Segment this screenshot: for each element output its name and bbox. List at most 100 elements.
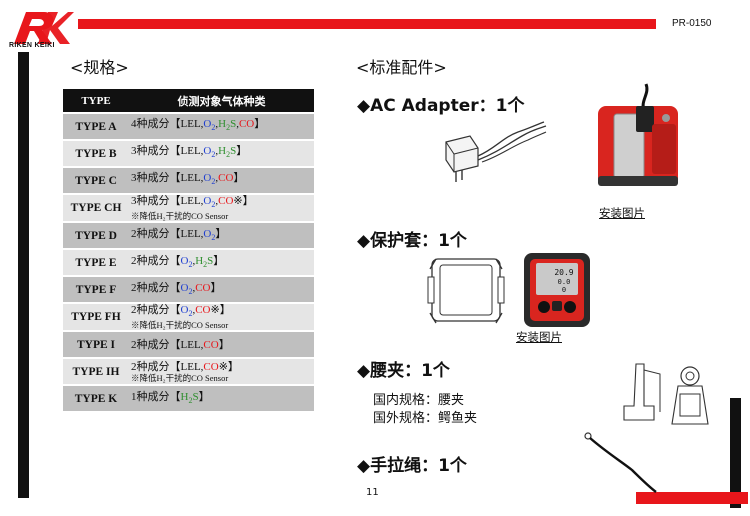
- gas-prefix: 3种成分【: [131, 172, 181, 185]
- spec-section-title: <规格>: [70, 58, 129, 77]
- gas-prefix: 3种成分【: [131, 195, 181, 207]
- gas-symbol: O: [180, 281, 189, 294]
- gas-prefix: 2种成分【: [131, 304, 181, 317]
- gas-symbol: O: [203, 172, 212, 185]
- gas-suffix: 】: [215, 227, 227, 240]
- gas-symbol: LEL,: [180, 172, 204, 185]
- gas-token: LEL,: [181, 228, 204, 240]
- document-number: PR-0150: [672, 18, 712, 29]
- gas-token: O2: [180, 304, 193, 318]
- gas-symbol: CO: [195, 304, 211, 317]
- gas-token: LEL,: [181, 195, 204, 207]
- gas-symbol: LEL,: [180, 195, 204, 207]
- gas-symbol: ,: [192, 304, 196, 317]
- gas-token: LEL,: [181, 361, 204, 373]
- protective-cover-image: [427, 258, 505, 324]
- gas-suffix: 】: [198, 390, 210, 403]
- gas-symbol: S: [207, 254, 214, 267]
- gas-token: CO: [195, 282, 210, 294]
- type-cell: TYPE K: [63, 386, 129, 412]
- gas-cell: 4种成分【LEL,O2,H2S,CO】: [129, 114, 314, 139]
- gas-composition: 2种成分【LEL,CO】: [131, 339, 230, 351]
- strap-heading: ◆手拉绳：1个: [357, 456, 467, 476]
- col-header-type: TYPE: [63, 89, 129, 112]
- gas-token: CO: [239, 118, 254, 130]
- gas-cell: 1种成分【H2S】: [129, 386, 314, 412]
- gas-subscript: 2: [188, 259, 193, 269]
- gas-token: O2: [180, 281, 193, 296]
- gas-composition: 2种成分【LEL,O2】: [131, 227, 227, 242]
- gas-symbol: H: [195, 254, 204, 267]
- gas-suffix: 】: [236, 145, 248, 158]
- col-header-gas: 侦测对象气体种类: [129, 89, 314, 112]
- gas-symbol: O: [203, 118, 212, 131]
- gas-subscript: 2: [188, 286, 193, 296]
- gas-symbol: CO: [195, 281, 211, 294]
- gas-subscript: 2: [226, 150, 231, 160]
- gas-symbol: ,: [215, 195, 219, 207]
- gas-subscript: 2: [211, 200, 216, 210]
- left-black-bar: [18, 52, 29, 498]
- install-photo-link-1[interactable]: 安装图片: [599, 206, 645, 220]
- gas-cell: 2种成分【O2,CO※】※降低H₂干扰的CO Sensor: [129, 304, 314, 331]
- type-cell: TYPE A: [63, 114, 129, 139]
- gas-composition: 1种成分【H2S】: [131, 390, 210, 405]
- gas-symbol: ,: [236, 118, 239, 131]
- gas-symbol: H: [218, 145, 227, 158]
- gas-cell: 2种成分【LEL,O2】: [129, 223, 314, 249]
- gas-composition: 3种成分【LEL,O2,CO※】: [131, 195, 254, 210]
- gas-symbol: CO: [203, 338, 219, 351]
- gas-composition: 2种成分【O2,CO※】: [131, 304, 231, 318]
- gas-token: S: [230, 118, 236, 130]
- gas-token: CO: [203, 339, 218, 351]
- gas-token: ,: [215, 172, 218, 184]
- gas-symbol: LEL,: [180, 338, 204, 351]
- gas-cell: 2种成分【LEL,CO※】※降低H₂干扰的CO Sensor: [129, 359, 314, 385]
- gas-symbol: O: [180, 304, 189, 317]
- gas-token: CO: [218, 195, 233, 207]
- gas-symbol: LEL,: [180, 145, 204, 158]
- gas-token: LEL,: [181, 118, 204, 130]
- gas-composition: 2种成分【O2,H2S】: [131, 254, 225, 269]
- clip-overseas-spec: 国外规格：鳄鱼夹: [373, 411, 478, 426]
- gas-token: ,: [215, 195, 218, 207]
- gas-symbol: CO: [238, 118, 255, 131]
- clip-domestic-spec: 国内规格：腰夹: [373, 393, 465, 408]
- gas-symbol: S: [230, 118, 237, 131]
- gas-composition: 2种成分【LEL,CO※】: [131, 361, 239, 373]
- gas-token: ,: [192, 255, 195, 267]
- gas-token: ,: [192, 282, 195, 294]
- gas-suffix: ※】: [210, 304, 231, 317]
- type-cell: TYPE IH: [63, 359, 129, 385]
- type-cell: TYPE FH: [63, 304, 129, 331]
- gas-token: O2: [203, 118, 215, 132]
- gas-token: ,: [236, 118, 239, 130]
- gas-token: O2: [203, 172, 215, 186]
- gas-suffix: 】: [213, 254, 225, 267]
- gas-symbol: ,: [215, 172, 219, 185]
- gas-token: S: [207, 255, 213, 267]
- gas-prefix: 2种成分【: [131, 360, 181, 373]
- gas-symbol: ,: [192, 254, 196, 267]
- install-photo-link-2[interactable]: 安装图片: [516, 330, 562, 344]
- clip-heading: ◆腰夹：1个: [357, 361, 450, 381]
- device-reading-top: 20.9: [554, 268, 573, 277]
- gas-subscript: 2: [188, 395, 193, 405]
- gas-prefix: 3种成分【: [131, 145, 181, 158]
- gas-symbol: S: [192, 390, 199, 403]
- gas-token: CO: [195, 304, 210, 316]
- gas-symbol: ,: [215, 145, 219, 158]
- gas-prefix: 1种成分【: [131, 390, 181, 403]
- gas-symbol: ,: [192, 281, 196, 294]
- gas-token: LEL,: [181, 172, 204, 184]
- device-reading-mid: 0.0: [558, 278, 571, 286]
- gas-subscript: 2: [211, 150, 216, 160]
- gas-symbol: H: [218, 118, 227, 131]
- gas-subscript: 2: [203, 259, 208, 269]
